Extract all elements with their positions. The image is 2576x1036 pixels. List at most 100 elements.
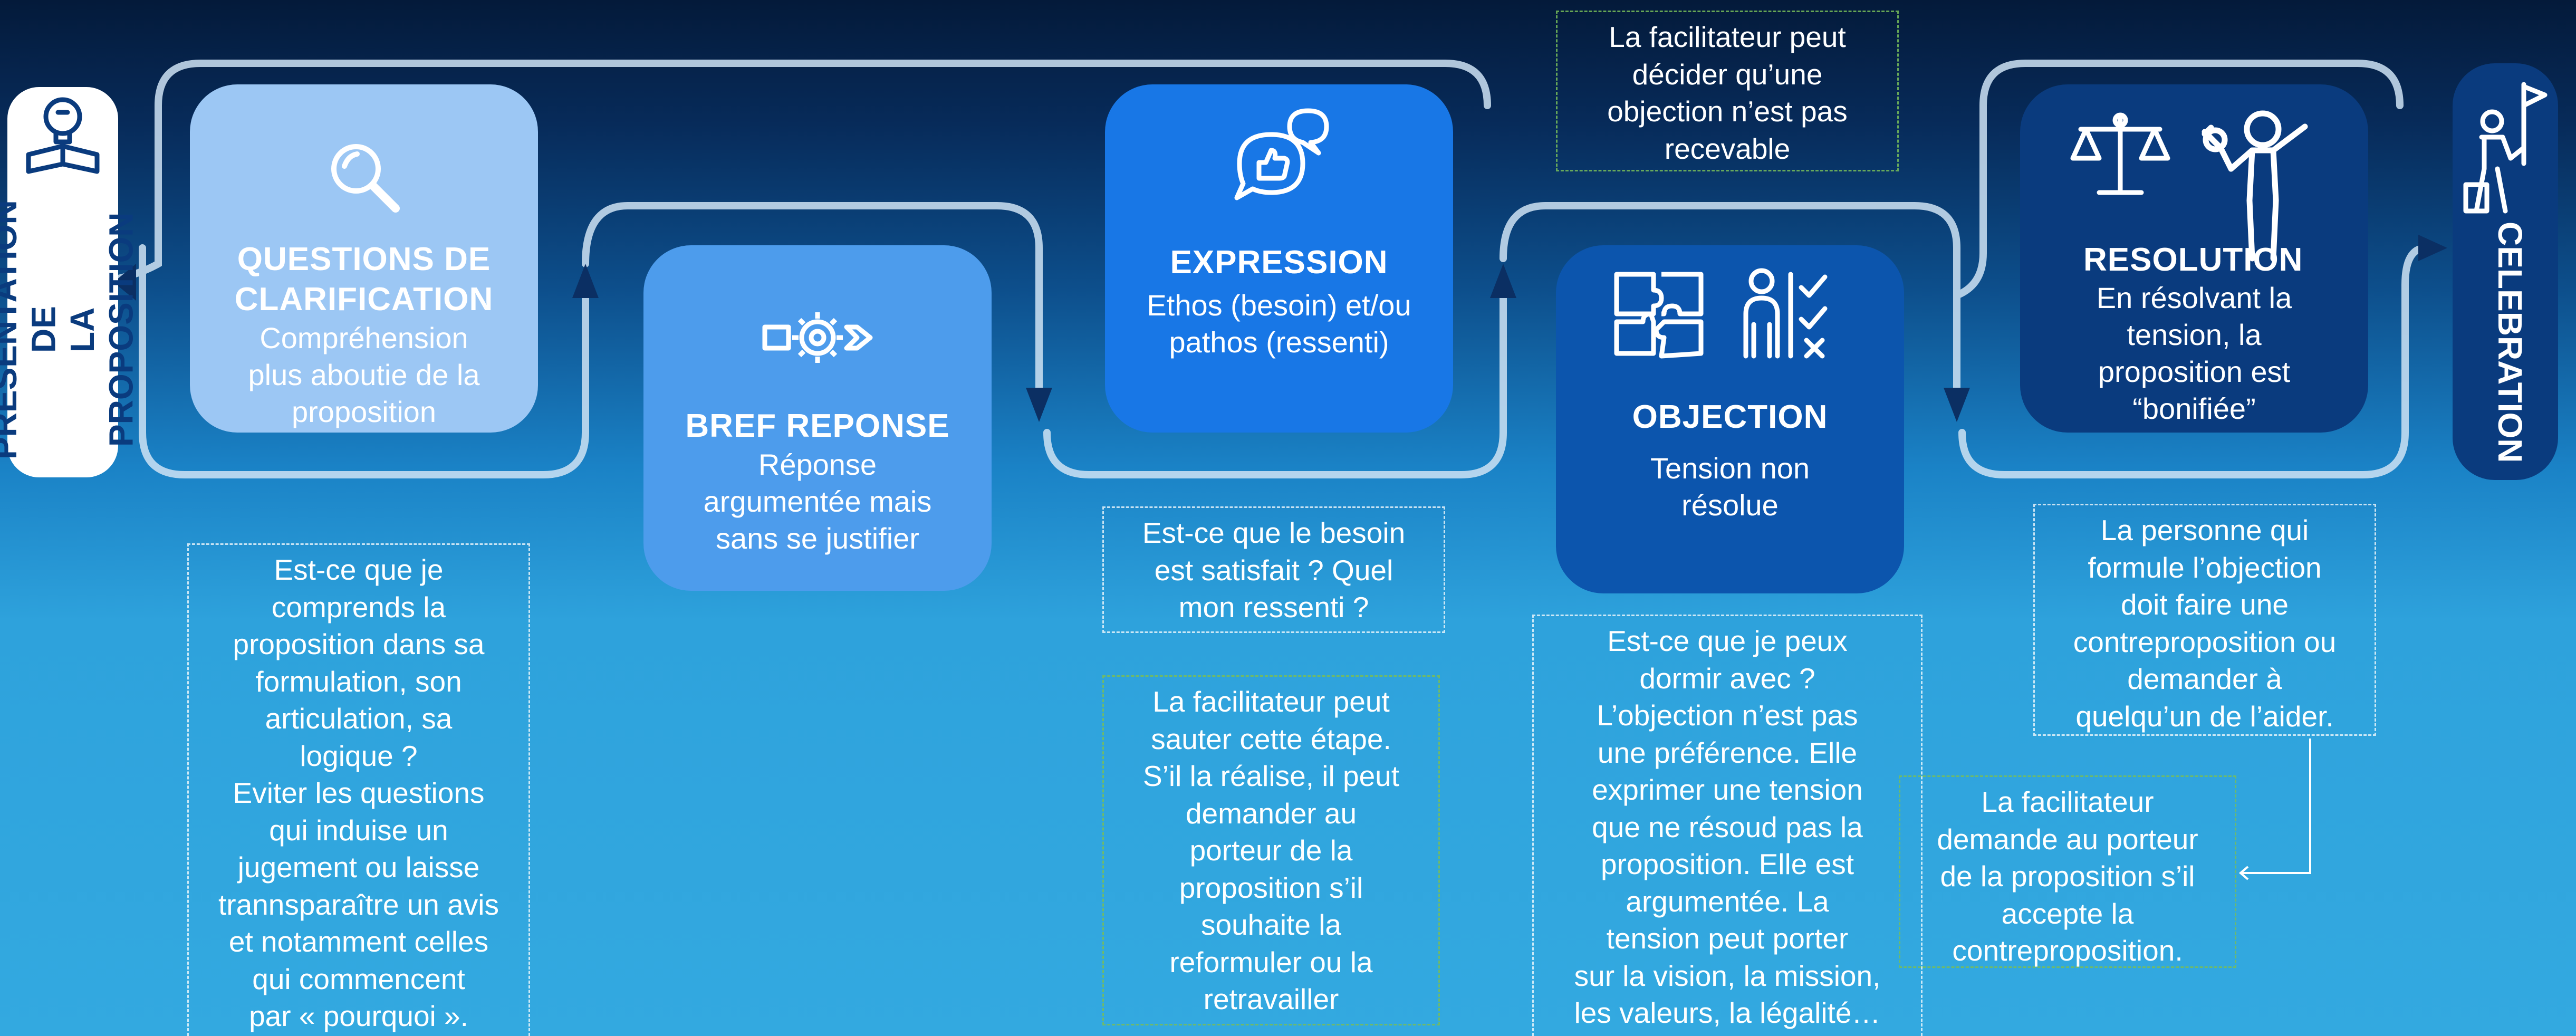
note-expression-skip-line-4: demander au bbox=[1185, 797, 1357, 830]
note-objection-detail-line-11: les valeurs, la légalité… bbox=[1574, 996, 1881, 1029]
note-objection-detail-line-4: une préférence. Elle bbox=[1597, 736, 1858, 769]
step-clarification-title: QUESTIONS DE CLARIFICATION bbox=[235, 239, 494, 320]
step-bref-reponse-desc: Réponse argumentée mais sans se justifie… bbox=[704, 446, 932, 557]
step-bref-reponse-desc-line-1: Réponse bbox=[758, 448, 877, 481]
person-key-icon bbox=[2202, 110, 2308, 262]
note-resolution-accept-line-2: demande au porteur bbox=[1937, 822, 2198, 856]
note-expression-skip-line-9: retravailler bbox=[1203, 983, 1339, 1015]
note-clarification-line-3: proposition dans sa bbox=[233, 628, 485, 660]
presentation-panel: PRESENTATION DE LA PROPOSITION bbox=[0, 87, 140, 477]
presentation-label: PRESENTATION DE LA PROPOSITION bbox=[0, 193, 140, 467]
note-objection-receivable: La facilitateur peut décider qu’une obje… bbox=[1556, 11, 1899, 171]
note-expression-question-line-1: Est-ce que le besoin bbox=[1142, 516, 1406, 549]
note-expression-skip-line-2: sauter cette étape. bbox=[1151, 722, 1391, 755]
flag-person-icon bbox=[2463, 82, 2548, 214]
note-objection-detail-line-1: Est-ce que je peux bbox=[1607, 625, 1848, 657]
step-bref-reponse-desc-line-2: argumentée mais bbox=[703, 485, 932, 518]
presentation-label-line-1: PRESENTATION DE bbox=[0, 200, 63, 459]
arrow-head-5 bbox=[1944, 388, 1970, 422]
arrow-head-3 bbox=[1026, 388, 1052, 422]
note-objection-receivable-line-4: recevable bbox=[1664, 132, 1791, 165]
step-resolution: RESOLUTION En résolvant la tension, la p… bbox=[2020, 84, 2368, 433]
step-clarification-desc-line-3: proposition bbox=[292, 395, 436, 428]
note-clarification-line-6: logique ? bbox=[300, 739, 418, 772]
note-clarification-line-8: qui induise un bbox=[269, 813, 448, 847]
step-expression-desc-line-1: Ethos (besoin) et/ou bbox=[1147, 289, 1411, 322]
step-objection-desc-line-2: résolue bbox=[1681, 488, 1779, 522]
step-expression-desc-line-2: pathos (ressenti) bbox=[1169, 325, 1389, 359]
note-objection-receivable-line-2: décider qu’une bbox=[1632, 57, 1823, 91]
note-resolution-counter-line-5: demander à bbox=[2127, 663, 2282, 695]
arrow-head-2 bbox=[572, 264, 599, 298]
note-resolution-counter-line-6: quelqu’un de l’aider. bbox=[2075, 699, 2334, 733]
note-expression-skip-line-1: La facilitateur peut bbox=[1152, 685, 1390, 718]
note-connector bbox=[2238, 738, 2311, 880]
arrow-head-1 bbox=[113, 264, 136, 301]
note-resolution-accept: La facilitateur demande au porteur de la… bbox=[1899, 775, 2236, 968]
step-bref-reponse-title: BREF REPONSE bbox=[685, 408, 950, 444]
note-resolution-counter-line-1: La personne qui bbox=[2100, 514, 2309, 546]
step-expression: EXPRESSION Ethos (besoin) et/ou pathos (… bbox=[1105, 84, 1453, 433]
step-resolution-desc: En résolvant la tension, la proposition … bbox=[2020, 280, 2368, 427]
note-resolution-accept-line-5: contreproposition. bbox=[1952, 934, 2183, 967]
step-clarification: QUESTIONS DE CLARIFICATION Compréhension… bbox=[190, 84, 538, 433]
step-bref-reponse-desc-line-3: sans se justifier bbox=[716, 522, 919, 555]
connector-loop-6 bbox=[1958, 244, 2430, 478]
note-clarification-line-13: par « pourquoi ». bbox=[249, 1000, 468, 1032]
step-resolution-desc-line-2: tension, la bbox=[2127, 318, 2262, 351]
magnifier-icon bbox=[331, 144, 400, 213]
note-resolution-accept-line-1: La facilitateur bbox=[1981, 785, 2154, 818]
step-objection-desc-line-1: Tension non bbox=[1650, 452, 1810, 485]
note-expression-skip-line-3: S’il la réalise, il peut bbox=[1142, 760, 1400, 792]
note-clarification-line-12: qui commencent bbox=[252, 962, 465, 995]
note-expression-skip: La facilitateur peut sauter cette étape.… bbox=[1102, 675, 1440, 1025]
connector-loop-2 bbox=[582, 202, 1043, 405]
presentation-label-line-2: LA PROPOSITION bbox=[63, 212, 140, 447]
step-resolution-desc-line-3: proposition est bbox=[2098, 355, 2291, 388]
note-clarification-line-1: Est-ce que je bbox=[274, 553, 444, 586]
step-resolution-desc-line-4: “bonifiée” bbox=[2132, 392, 2256, 425]
step-expression-title: EXPRESSION bbox=[1170, 244, 1388, 281]
speech-bubbles-icon bbox=[1234, 108, 1329, 200]
step-objection-desc: Tension non résolue bbox=[1650, 450, 1810, 524]
note-objection-receivable-line-3: objection n’est pas bbox=[1607, 95, 1848, 128]
note-expression-skip-line-5: porteur de la bbox=[1189, 834, 1353, 867]
note-resolution-counter-line-2: formule l’objection bbox=[2088, 551, 2322, 584]
note-expression-skip-line-7: souhaite la bbox=[1200, 908, 1342, 941]
connector-loop-4 bbox=[1500, 202, 1960, 405]
step-objection: OBJECTION Tension non résolue bbox=[1556, 245, 1904, 593]
note-expression-question-line-2: est satisfait ? Quel bbox=[1154, 553, 1393, 587]
person-checklist-icon bbox=[1743, 268, 1828, 359]
note-resolution-counter: La personne qui formule l’objection doit… bbox=[2033, 504, 2376, 736]
note-objection-detail-line-6: que ne résoud pas la bbox=[1592, 810, 1863, 843]
note-expression-question: Est-ce que le besoin est satisfait ? Que… bbox=[1102, 506, 1445, 633]
note-clarification: Est-ce que je comprends la proposition d… bbox=[187, 543, 530, 1036]
step-bref-reponse: BREF REPONSE Réponse argumentée mais san… bbox=[643, 245, 992, 591]
note-expression-skip-line-6: proposition s’il bbox=[1179, 871, 1363, 904]
gear-arrow-icon bbox=[762, 312, 873, 363]
note-resolution-counter-line-3: doit faire une bbox=[2121, 588, 2289, 621]
note-objection-receivable-line-1: La facilitateur peut bbox=[1609, 21, 1846, 53]
note-resolution-accept-line-4: accepte la bbox=[2001, 897, 2134, 930]
step-expression-desc: Ethos (besoin) et/ou pathos (ressenti) bbox=[1147, 287, 1411, 361]
note-objection-detail-line-10: sur la vision, la mission, bbox=[1574, 959, 1881, 992]
arrow-head-4 bbox=[1490, 264, 1516, 298]
lightbulb-book-icon bbox=[26, 97, 100, 174]
note-clarification-line-5: articulation, sa bbox=[265, 702, 453, 735]
note-clarification-line-7: Eviter les questions bbox=[233, 776, 485, 809]
note-resolution-counter-line-4: contreproposition ou bbox=[2073, 625, 2337, 658]
connector-loop-3 bbox=[1043, 292, 1507, 478]
note-objection-detail-line-8: argumentée. La bbox=[1626, 885, 1829, 918]
step-clarification-title-line-1: QUESTIONS DE bbox=[237, 241, 491, 277]
note-objection-detail: Est-ce que je peux dormir avec ? L’objec… bbox=[1532, 615, 1923, 1036]
note-objection-detail-line-7: proposition. Elle est bbox=[1601, 848, 1854, 880]
step-clarification-desc-line-2: plus aboutie de la bbox=[248, 358, 480, 391]
note-objection-detail-line-2: dormir avec ? bbox=[1639, 661, 1815, 695]
scales-icon bbox=[2070, 112, 2170, 195]
objection-icons bbox=[1611, 266, 1849, 361]
connector-loop-5 bbox=[1953, 60, 2404, 299]
note-expression-skip-line-8: reformuler ou la bbox=[1169, 945, 1373, 979]
note-expression-question-line-3: mon ressenti ? bbox=[1178, 591, 1369, 623]
step-resolution-title: RESOLUTION bbox=[2083, 242, 2303, 278]
